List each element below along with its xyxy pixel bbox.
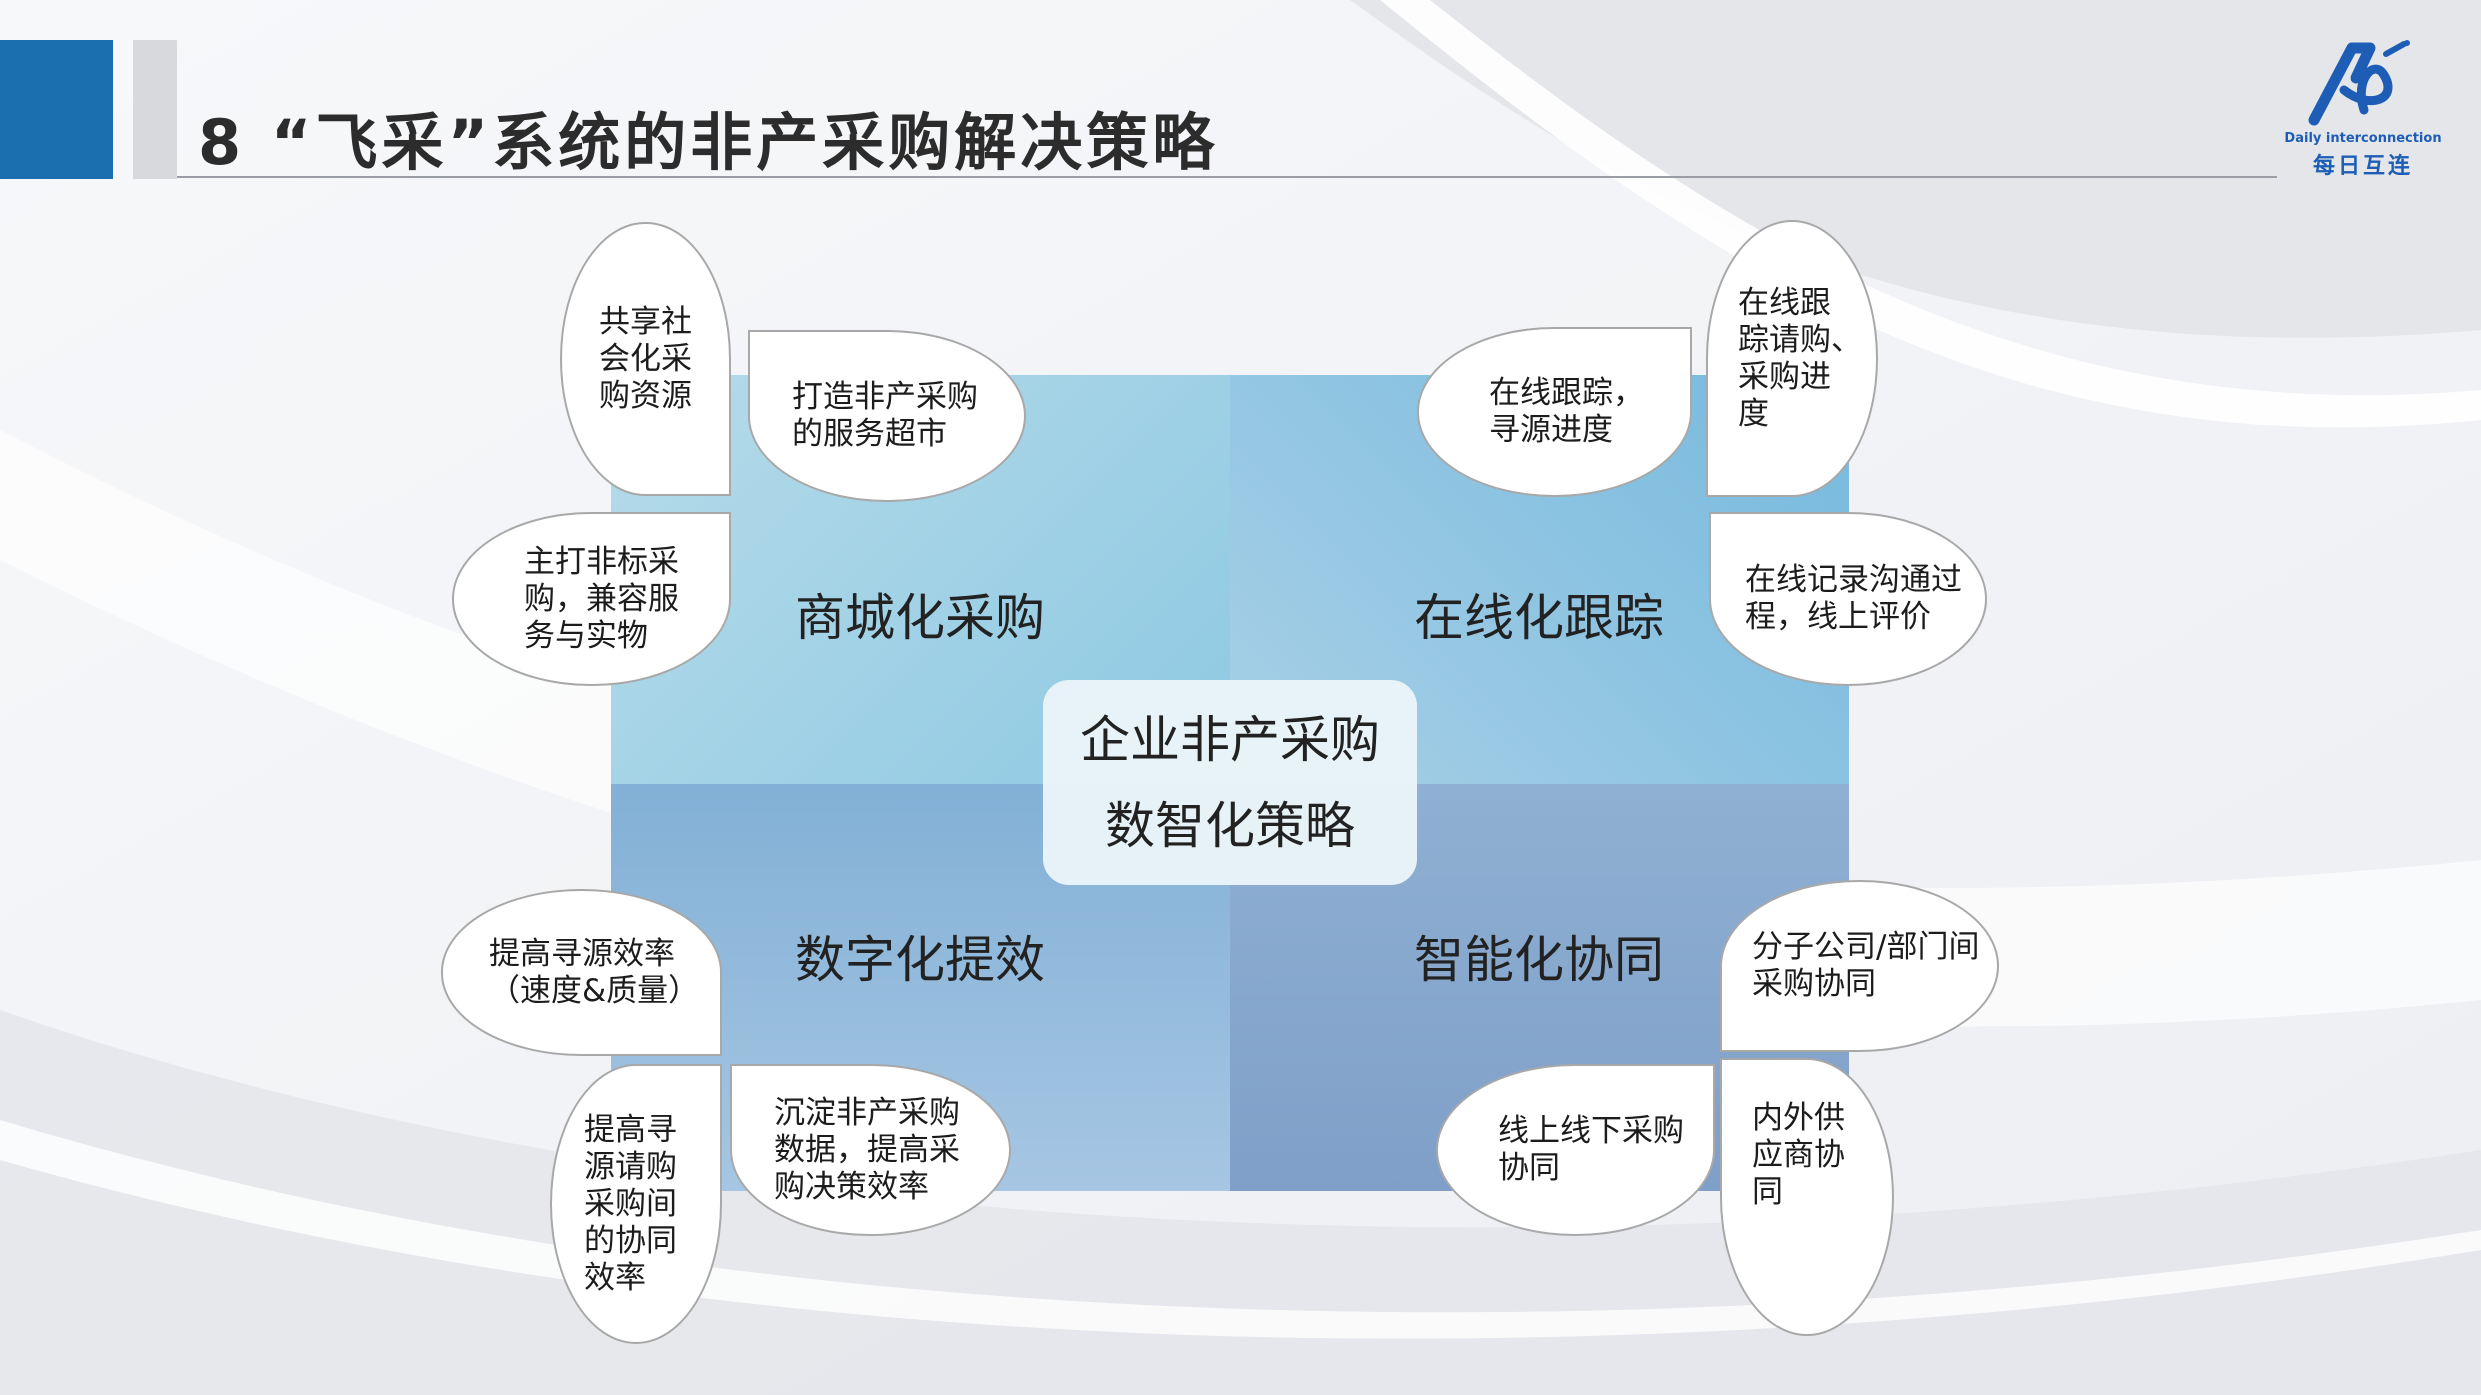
- quadrant-label-collaboration: 智能化协同: [1414, 931, 1664, 989]
- leaf-online-communication: 在线记录沟通过 程，线上评价: [1709, 512, 1987, 686]
- leaf-online-offline-collab: 线上线下采购 协同: [1436, 1064, 1715, 1236]
- page-title: 8 “飞采”系统的非产采购解决策略: [198, 106, 1219, 179]
- logo-text-en: Daily interconnection: [2284, 131, 2442, 146]
- center-strategy-box: 企业非产采购 数智化策略: [1043, 680, 1417, 885]
- logo-mark-icon: [2308, 40, 2410, 126]
- quadrant-label-mall: 商城化采购: [795, 589, 1045, 647]
- leaf-online-request-tracking: 在线跟 踪请购、 采购进 度: [1706, 220, 1878, 497]
- center-title-line2: 数智化策略: [1105, 796, 1355, 855]
- leaf-request-purchase-collab: 提高寻 源请购 采购间 的协同 效率: [550, 1064, 722, 1344]
- leaf-subsidiary-collab: 分子公司/部门间 采购协同: [1720, 880, 1999, 1052]
- logo-text-cn: 每日互连: [2312, 154, 2413, 179]
- leaf-supplier-collab: 内外供 应商协 同: [1720, 1058, 1894, 1336]
- header-divider: [177, 176, 2277, 178]
- center-title-line1: 企业非产采购: [1080, 710, 1380, 769]
- leaf-shared-resources: 共享社 会化采 购资源: [560, 222, 731, 496]
- leaf-sourcing-progress: 在线跟踪， 寻源进度: [1417, 327, 1692, 497]
- leaf-data-decision: 沉淀非产采购 数据，提高采 购决策效率: [730, 1064, 1011, 1236]
- quadrant-label-efficiency: 数字化提效: [795, 931, 1045, 989]
- header-accent-blue: [0, 40, 113, 179]
- brand-logo: [2280, 40, 2450, 180]
- quadrant-label-tracking: 在线化跟踪: [1414, 589, 1664, 647]
- leaf-sourcing-efficiency: 提高寻源效率 （速度&质量）: [441, 889, 722, 1056]
- leaf-service-mall: 打造非产采购 的服务超市: [748, 330, 1026, 502]
- leaf-nonstandard-purchase: 主打非标采 购，兼容服 务与实物: [452, 512, 731, 686]
- header-accent-grey: [133, 40, 177, 179]
